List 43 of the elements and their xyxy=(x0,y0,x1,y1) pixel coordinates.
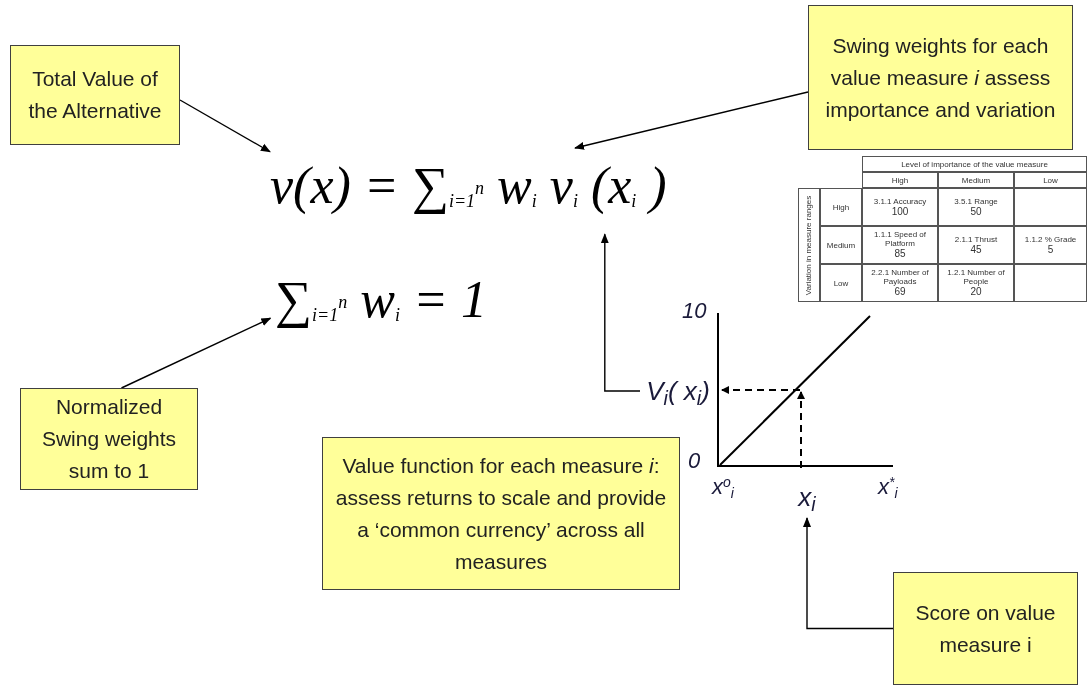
arrow xyxy=(574,91,809,150)
callout-box xyxy=(10,45,180,145)
cell-text: Variation in measure ranges xyxy=(804,195,814,295)
cell-text: High xyxy=(831,202,851,212)
cell-text: Medium xyxy=(960,175,992,185)
callout-box xyxy=(20,388,198,490)
cell-value: 20 xyxy=(970,286,982,298)
cell-text: Level of importance of the value measure xyxy=(900,159,1049,169)
callout-text: Value function for each measure i: assess returns to scale and provide a ‘common currency’ across all measures xyxy=(334,452,668,575)
callout-text: Total Value of the Alternative xyxy=(27,66,163,124)
cell-value: 85 xyxy=(894,248,906,260)
cell-value: 100 xyxy=(891,205,909,218)
arrow xyxy=(179,99,271,153)
cell-value: 69 xyxy=(894,286,906,298)
arrow xyxy=(600,233,641,392)
formula: ∑$_{i=1}$$^{n}$ w$_{i}$ = 1 xyxy=(275,273,488,326)
cell-text: Medium xyxy=(825,240,857,250)
cell-value: 45 xyxy=(970,243,982,256)
cell-text: 1.1.1 Speed of Platform xyxy=(872,230,927,248)
cell-text: 1.2.1 Number of People xyxy=(946,268,1006,286)
cell-text: 1.1.2 % Grade xyxy=(1023,234,1078,244)
cell-value: 50 xyxy=(970,205,982,218)
cell-text: 3.1.1 Accuracy xyxy=(872,196,928,206)
callout-box xyxy=(893,572,1078,685)
callout-box xyxy=(808,5,1073,150)
callout-text: Swing weights for each value measure i assess importance and variation xyxy=(824,32,1057,123)
arrow xyxy=(803,517,894,630)
cell-text: High xyxy=(890,175,910,185)
cell-text: 2.1.1 Thrust xyxy=(953,234,999,244)
axis-label: x$_{i}$ xyxy=(798,484,816,510)
cell-text: Low xyxy=(1042,175,1059,185)
callout-text: Score on value measure i xyxy=(914,599,1057,658)
axis-label: V$_{i}$( x$_{i}$) xyxy=(646,378,710,404)
arrow xyxy=(120,317,272,389)
axis-label: 0 xyxy=(688,450,701,472)
formula: v(x) = ∑$_{i=1}$$^{n}$ w$_{i}$ v$_{i}$ (x$_{i}$ ) xyxy=(270,159,667,212)
axis-label: 10 xyxy=(682,300,707,322)
cell-text: 2.2.1 Number of Payloads xyxy=(870,268,930,286)
cell-value: 5 xyxy=(1047,243,1054,256)
callout-text: Normalized Swing weights sum to 1 xyxy=(40,394,178,484)
callout-box xyxy=(322,437,680,590)
cell-text: 3.5.1 Range xyxy=(953,196,999,206)
cell-text: Low xyxy=(832,278,850,288)
